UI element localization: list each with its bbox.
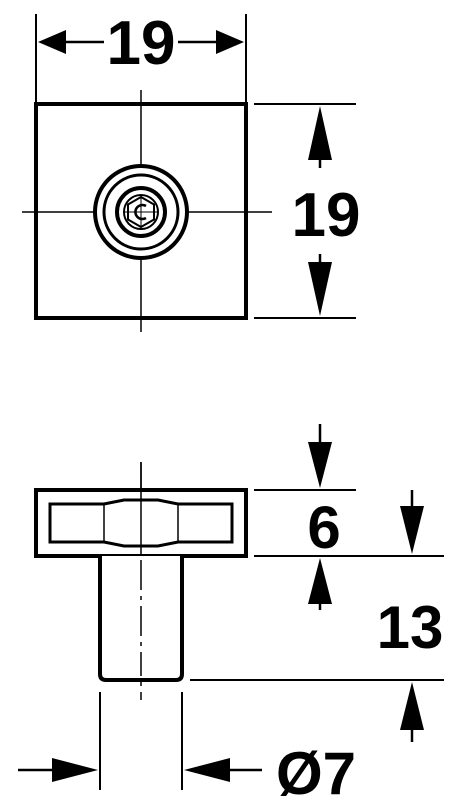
top-view: 19 19 xyxy=(22,9,360,332)
screw-circles xyxy=(93,164,189,260)
head-height-label: 6 xyxy=(307,494,340,561)
head-height-dimension-arrows xyxy=(308,424,332,610)
width-dimension-arrows xyxy=(38,30,244,54)
total-height-label: 13 xyxy=(377,594,444,661)
width-label: 19 xyxy=(107,9,176,78)
diameter-label: Ø7 xyxy=(276,740,356,800)
total-height-dimension-arrows xyxy=(400,490,424,742)
diameter-dimension-arrows xyxy=(18,758,262,782)
height-dimension-arrows xyxy=(308,106,332,316)
side-view: 6 13 Ø7 xyxy=(18,424,444,800)
height-label: 19 xyxy=(292,181,361,250)
